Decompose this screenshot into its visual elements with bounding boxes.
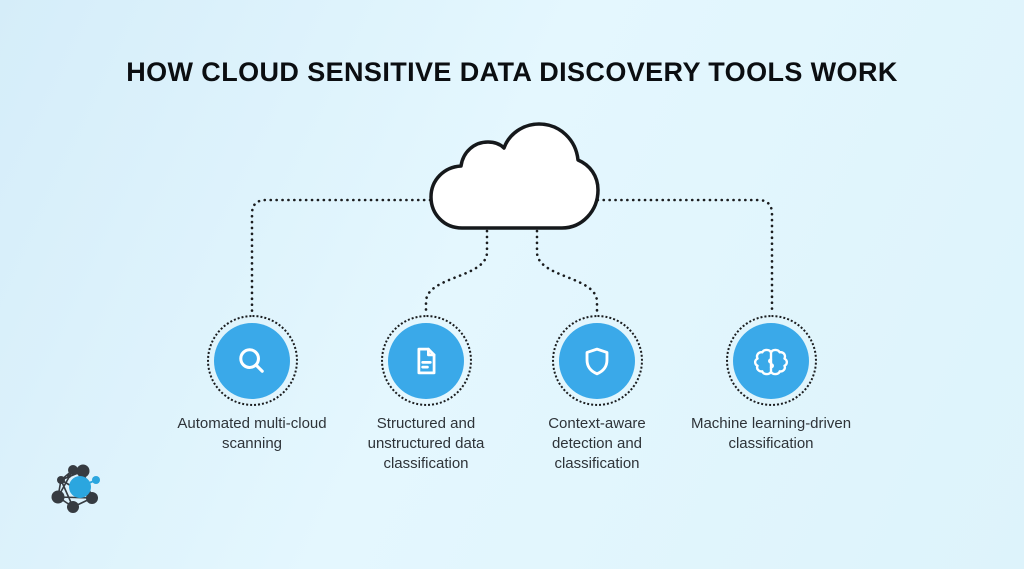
node-circle (733, 322, 809, 399)
brain-icon (753, 348, 789, 375)
connector-mid-left (424, 229, 489, 313)
node-label: Context-aware detection and classificati… (548, 415, 646, 472)
node-data-classification: Structured and unstructured data classif… (351, 315, 501, 474)
node-circle (388, 322, 464, 399)
node-dotted-ring (725, 315, 817, 406)
node-label: Machine learning-driven classification (690, 415, 852, 452)
node-ml-classification: Machine learning-driven classification (685, 315, 857, 454)
document-icon (417, 347, 436, 374)
search-icon (239, 347, 264, 373)
node-context-detection: Context-aware detection and classificati… (529, 315, 665, 474)
page-title: HOW CLOUD SENSITIVE DATA DISCOVERY TOOLS… (126, 57, 898, 87)
node-circle (559, 322, 635, 399)
node-label: Automated multi-cloud scanning (177, 415, 327, 452)
connector-left (250, 198, 438, 313)
node-label: Structured and unstructured data classif… (367, 415, 485, 472)
node-circle (214, 322, 290, 399)
connector-right (584, 198, 774, 313)
node-dotted-ring (551, 315, 643, 406)
cloud-icon (429, 122, 600, 230)
node-automated-scanning: Automated multi-cloud scanning (176, 315, 328, 454)
network-logo (51, 464, 100, 513)
node-dotted-ring (206, 315, 298, 406)
node-dotted-ring (380, 315, 472, 406)
connector-mid-right (535, 229, 599, 313)
shield-icon (585, 347, 609, 375)
